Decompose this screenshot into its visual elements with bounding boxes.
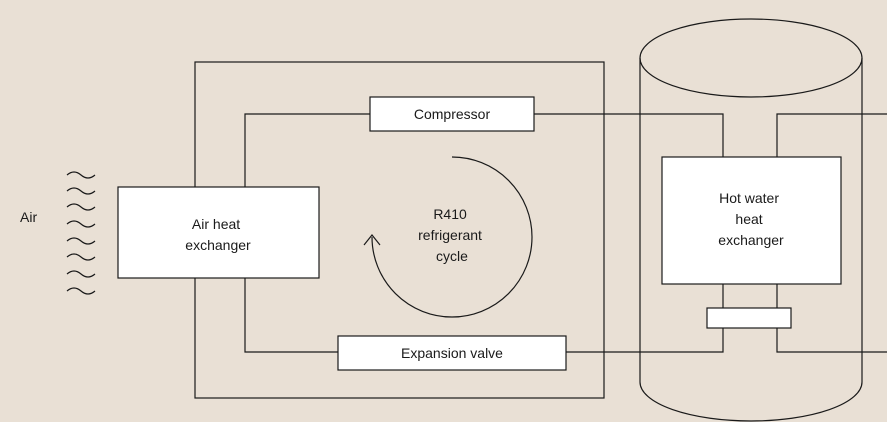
tank-bottom-curve xyxy=(639,381,863,422)
hot-water-heat-exchanger-line-2: heat xyxy=(735,211,762,227)
cycle-label-line-2: refrigerant xyxy=(418,227,482,243)
compressor-label: Compressor xyxy=(414,106,491,122)
pipe-exchanger-to-compressor xyxy=(244,113,370,187)
air-heat-exchanger-box xyxy=(117,186,320,279)
air-wave xyxy=(66,220,96,228)
tank-top-ellipse xyxy=(639,18,863,98)
pipe-water-out xyxy=(776,284,887,353)
air-wave xyxy=(66,253,96,261)
hot-water-heat-exchanger-line-1: Hot water xyxy=(719,190,779,206)
hot-water-heat-exchanger-box xyxy=(661,156,842,285)
pipe-water-in xyxy=(776,113,887,157)
pipe-hotwater-to-valve xyxy=(566,284,724,353)
air-heat-exchanger-line-2: exchanger xyxy=(185,237,251,253)
compressor-box xyxy=(369,96,535,132)
expansion-valve-label: Expansion valve xyxy=(401,345,503,361)
expansion-valve-box xyxy=(337,335,567,371)
hot-water-heat-exchanger-label: Hot water heat exchanger xyxy=(718,190,784,248)
air-waves xyxy=(66,171,96,295)
cycle-arc xyxy=(371,156,533,318)
air-wave xyxy=(66,171,96,179)
air-wave xyxy=(66,270,96,278)
air-heat-exchanger-label: Air heat exchanger xyxy=(185,216,251,253)
pipe-valve-to-exchanger xyxy=(244,278,338,353)
cycle-label-line-3: cycle xyxy=(436,248,468,264)
hot-water-heat-exchanger-line-3: exchanger xyxy=(718,232,784,248)
heating-element-box xyxy=(706,307,792,329)
air-label: Air xyxy=(20,209,37,225)
air-wave xyxy=(66,237,96,245)
cycle-arrowhead-icon xyxy=(363,234,381,246)
air-wave xyxy=(66,287,96,295)
air-wave xyxy=(66,203,96,211)
pipe-compressor-to-hotwater xyxy=(534,113,724,157)
air-heat-exchanger-line-1: Air heat xyxy=(192,216,240,232)
cycle-label-line-1: R410 xyxy=(433,206,467,222)
refrigerant-pipes xyxy=(244,113,887,353)
air-wave xyxy=(66,187,96,195)
hot-water-tank xyxy=(639,18,863,422)
cycle-label: R410 refrigerant cycle xyxy=(418,206,486,264)
